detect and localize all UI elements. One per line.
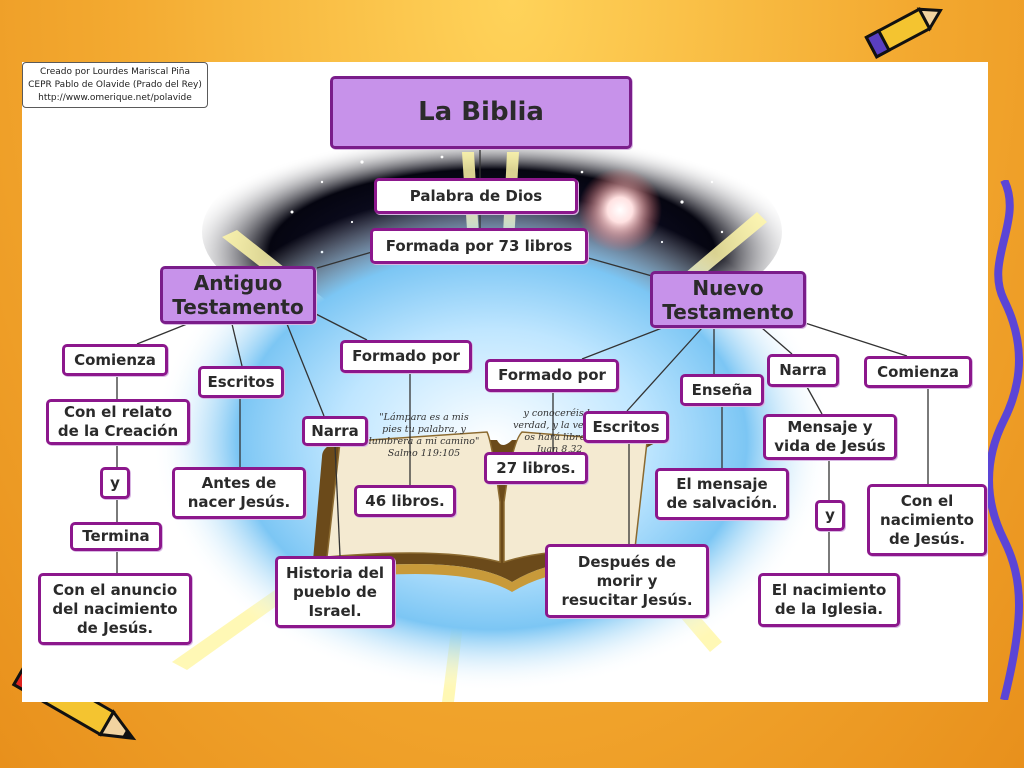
node-la-biblia: La Biblia — [330, 76, 632, 149]
credit-author: Creado por Lourdes Mariscal Piña — [39, 67, 191, 77]
node-nt-ensena: Enseña — [680, 374, 764, 406]
node-nuevo-testamento: Nuevo Testamento — [650, 271, 806, 328]
node-formada-73-libros: Formada por 73 libros — [370, 228, 588, 264]
credit-url: http://www.omerique.net/polavide — [38, 93, 192, 103]
node-palabra-de-dios: Palabra de Dios — [374, 178, 578, 214]
node-at-escritos: Escritos — [198, 366, 284, 398]
node-at-termina: Termina — [70, 522, 162, 551]
node-antiguo-testamento: Antiguo Testamento — [160, 266, 316, 324]
credit-box: Creado por Lourdes Mariscal Piña CEPR Pa… — [22, 62, 208, 108]
node-nt-formado-por: Formado por — [485, 359, 619, 392]
credit-school: CEPR Pablo de Olavide (Prado del Rey) — [28, 80, 202, 90]
node-nt-narra: Narra — [767, 354, 839, 387]
node-nt-comienza: Comienza — [864, 356, 972, 388]
node-at-46-libros: 46 libros. — [354, 485, 456, 517]
node-at-comienza: Comienza — [62, 344, 168, 376]
book-quote-left: "Lámpara es a mis pies tu palabra, y lum… — [368, 412, 480, 459]
node-nt-mensaje-salvacion: El mensaje de salvación. — [655, 468, 789, 520]
node-nt-escritos: Escritos — [583, 411, 669, 443]
squiggle-decoration — [985, 180, 1023, 700]
node-nt-despues-resucitar: Después de morir y resucitar Jesús. — [545, 544, 709, 618]
node-at-narra: Narra — [302, 416, 368, 446]
node-nt-con-el-nacimiento: Con el nacimiento de Jesús. — [867, 484, 987, 556]
node-at-formado-por: Formado por — [340, 340, 472, 373]
node-at-y: y — [100, 467, 130, 499]
pencil-top-right-icon — [864, 7, 943, 59]
concept-map-slide: Creado por Lourdes Mariscal Piña CEPR Pa… — [22, 62, 988, 702]
node-nt-nacimiento-iglesia: El nacimiento de la Iglesia. — [758, 573, 900, 627]
node-at-anuncio-nacimiento: Con el anuncio del nacimiento de Jesús. — [38, 573, 192, 645]
node-at-relato-creacion: Con el relato de la Creación — [46, 399, 190, 445]
node-nt-27-libros: 27 libros. — [484, 452, 588, 484]
node-at-antes-nacer: Antes de nacer Jesús. — [172, 467, 306, 519]
node-nt-mensaje-vida: Mensaje y vida de Jesús — [763, 414, 897, 460]
node-nt-y: y — [815, 500, 845, 531]
node-at-historia-israel: Historia del pueblo de Israel. — [275, 556, 395, 628]
